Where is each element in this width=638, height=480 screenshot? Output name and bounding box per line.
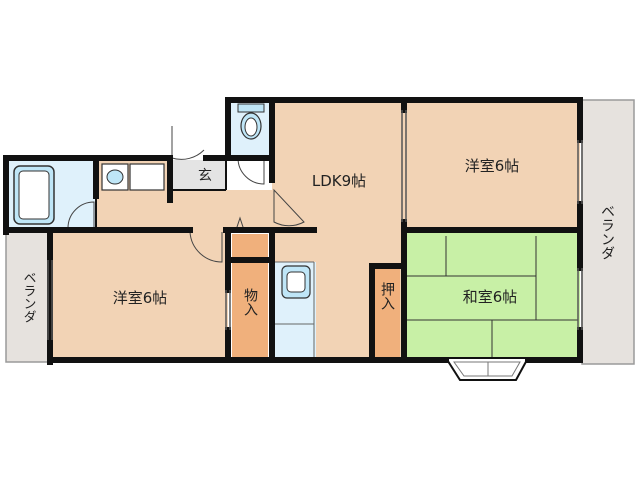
kitchen-counter [274, 261, 315, 358]
entrance-floor [170, 160, 226, 190]
japanese-room-label: 和室6帖 [463, 288, 518, 306]
walls [3, 97, 583, 365]
windows [47, 110, 583, 340]
ldk-label: LDK9帖 [312, 172, 366, 190]
western-room-left-floor [50, 232, 228, 358]
storage-closet-upper [232, 234, 268, 258]
bay-window [444, 357, 530, 381]
tatami-lines [406, 236, 578, 358]
storage-label: 物入 [242, 288, 258, 316]
storage-closet [232, 262, 268, 358]
washing-machine-icon [129, 163, 165, 191]
western-room-right-floor [404, 100, 580, 230]
bathtub-icon [13, 165, 55, 225]
wash-basin-icon [101, 163, 129, 191]
thin-walls [95, 160, 227, 228]
balcony-left-label: ベランダ [21, 271, 37, 323]
oshiire-closet [374, 268, 400, 358]
balcony-right [581, 99, 635, 365]
balcony-left [5, 231, 49, 363]
toilet-icon [237, 103, 265, 140]
oshiire-label: 押入 [379, 282, 395, 310]
hallway-floor [170, 190, 272, 232]
balcony-right-label: ベランダ [599, 204, 615, 260]
western-room-left-label: 洋室6帖 [113, 289, 168, 307]
entrance-label: 玄 [198, 167, 212, 184]
stove-icon [281, 265, 311, 299]
western-room-right-label: 洋室6帖 [465, 157, 520, 175]
